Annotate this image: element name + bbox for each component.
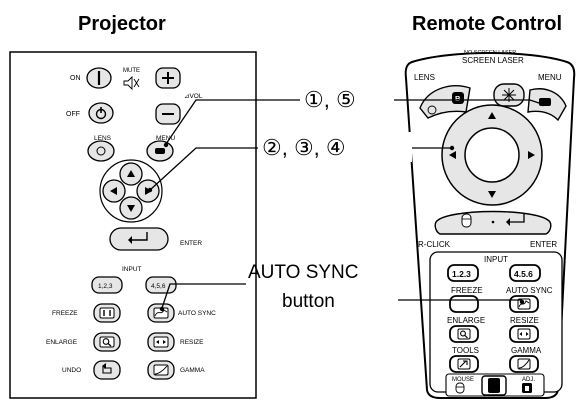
projector-directional-pad[interactable] <box>99 159 163 223</box>
remote-r-click-label: R-CLICK <box>418 240 451 249</box>
projector-enlarge-button[interactable] <box>93 332 121 352</box>
mute-icon[interactable] <box>123 75 140 91</box>
remote-input-456-label: 4.5.6 <box>514 269 533 279</box>
projector-enter-button[interactable] <box>109 227 169 251</box>
mute-label: MUTE <box>123 68 140 74</box>
projector-input-456-label: 4,5,6 <box>151 283 166 290</box>
callout-steps-1-5: ①, ⑤ <box>304 87 356 112</box>
remote-screen-laser-label: SCREEN LASER <box>462 56 524 65</box>
projector-input-label: INPUT <box>122 266 142 273</box>
projector-menu-button[interactable] <box>146 140 174 162</box>
remote-mouse-label: MOUSE <box>452 377 474 383</box>
projector-undo-button[interactable] <box>93 360 121 380</box>
projector-resize-button[interactable] <box>147 332 175 352</box>
on-button[interactable] <box>86 67 112 89</box>
callout-auto-sync: AUTO SYNC <box>248 262 359 283</box>
projector-panel: ON MUTE ⊿VOL OFF LENS MENU <box>9 51 257 399</box>
remote-menu-label: MENU <box>538 73 562 82</box>
remote-control: NO SCREEN LASER SCREEN LASER LENS MENU B <box>404 50 576 399</box>
projector-enter-label: ENTER <box>180 240 202 247</box>
off-button[interactable] <box>88 102 114 124</box>
projector-undo-label: UNDO <box>62 367 81 374</box>
projector-freeze-label: FREEZE <box>52 310 78 317</box>
projector-resize-label: RESIZE <box>180 339 204 346</box>
remote-input-label: INPUT <box>484 255 508 264</box>
remote-control-heading: Remote Control <box>412 13 562 35</box>
projector-enlarge-label: ENLARGE <box>46 339 78 346</box>
remote-enlarge-label: ENLARGE <box>447 316 485 325</box>
remote-lens-button[interactable]: B <box>419 85 471 119</box>
laser-button[interactable] <box>493 83 525 107</box>
remote-freeze-button[interactable] <box>449 295 479 313</box>
remote-auto-sync-button[interactable] <box>509 295 539 313</box>
mouse-icon <box>455 382 465 394</box>
remote-auto-sync-label: AUTO SYNC <box>506 286 553 295</box>
projector-input-123-button[interactable] <box>91 276 123 294</box>
projector-input-123-label: 1,2,3 <box>98 283 113 290</box>
remote-adj-label: ADJ. <box>522 377 535 383</box>
remote-tools-button[interactable] <box>449 355 479 373</box>
projector-auto-sync-label: AUTO SYNC <box>178 310 216 317</box>
remote-input-123-label: 1.2.3 <box>452 269 471 279</box>
remote-lens-label: LENS <box>414 73 435 82</box>
remote-input-456-button[interactable] <box>509 264 541 282</box>
projector-gamma-label: GAMMA <box>180 367 205 374</box>
projector-lens-label: LENS <box>94 135 112 142</box>
mouse-adj-slider[interactable] <box>481 375 507 396</box>
volume-up-button[interactable] <box>155 67 181 89</box>
on-label: ON <box>70 75 81 82</box>
volume-label: ⊿VOL <box>184 93 203 100</box>
projector-lens-button[interactable] <box>87 140 115 162</box>
remote-enter-label: ENTER <box>530 240 557 249</box>
remote-directional-pad[interactable] <box>441 104 543 206</box>
projector-gamma-button[interactable] <box>147 360 175 380</box>
off-label: OFF <box>66 111 80 118</box>
remote-resize-button[interactable] <box>509 325 539 343</box>
remote-freeze-label: FREEZE <box>451 286 483 295</box>
remote-resize-label: RESIZE <box>510 316 539 325</box>
remote-menu-button[interactable] <box>527 88 567 122</box>
projector-menu-label: MENU <box>156 135 175 142</box>
projector-auto-sync-button[interactable] <box>147 303 175 323</box>
remote-tools-label: TOOLS <box>452 346 479 355</box>
remote-right-click-enter-button[interactable] <box>434 210 552 235</box>
callout-auto-sync-button: button <box>282 291 335 312</box>
projector-freeze-button[interactable] <box>93 303 121 323</box>
projector-heading: Projector <box>78 13 166 35</box>
remote-screen-laser-top-label: NO SCREEN LASER <box>464 50 516 56</box>
volume-down-button[interactable] <box>155 103 181 125</box>
remote-gamma-button[interactable] <box>509 355 539 373</box>
remote-gamma-label: GAMMA <box>511 346 542 355</box>
svg-text:B: B <box>455 94 461 103</box>
callout-leaders <box>147 99 546 312</box>
adjust-lock-icon <box>522 383 532 393</box>
callout-steps-2-3-4: ②, ③, ④ <box>262 135 346 160</box>
remote-enlarge-button[interactable] <box>449 325 479 343</box>
remote-input-123-button[interactable] <box>447 264 479 282</box>
